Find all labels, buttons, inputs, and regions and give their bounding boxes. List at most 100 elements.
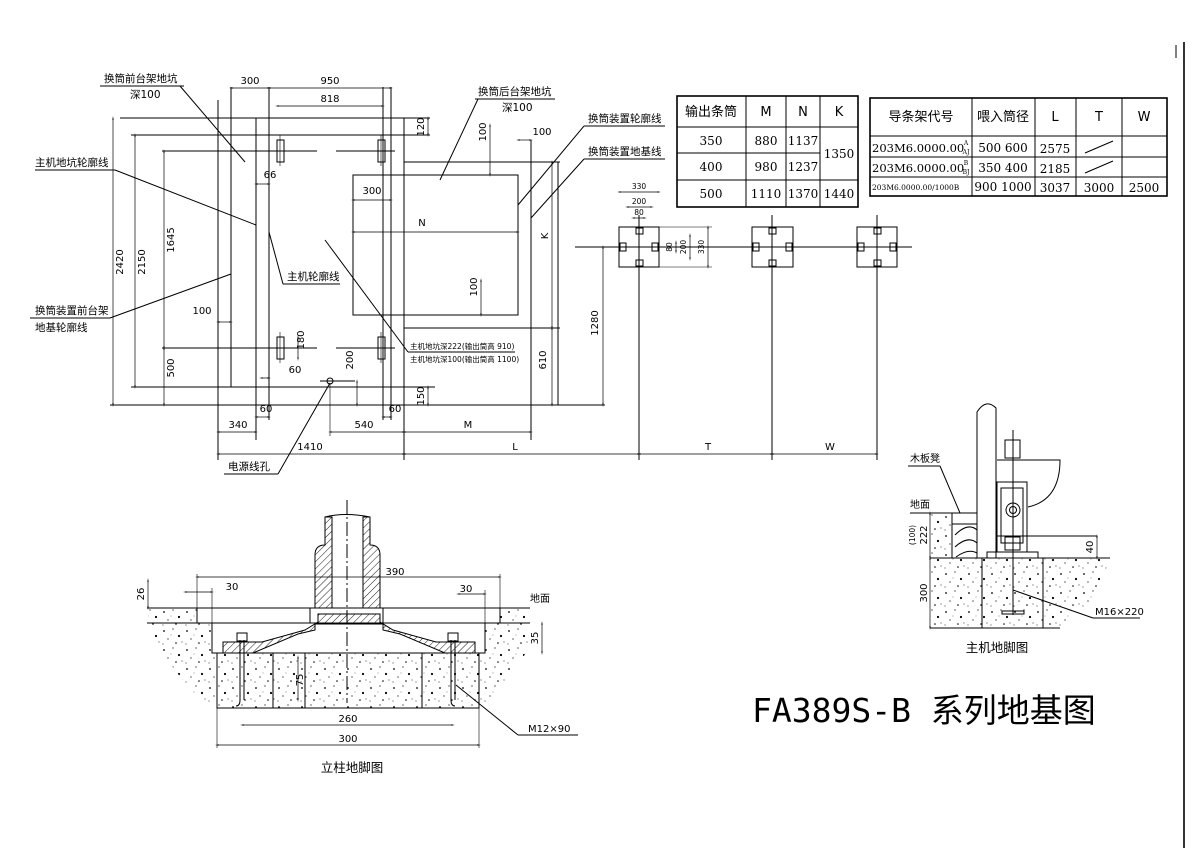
t1-cell: 1110 <box>751 187 782 201</box>
dim-100-left: 100 <box>192 306 211 317</box>
dim-2150: 2150 <box>137 249 148 274</box>
dim-120: 120 <box>416 117 427 136</box>
t2-code: 203M6.0000.00/1000B <box>872 183 960 192</box>
t1-header-K: K <box>835 105 844 120</box>
pad-dim-200-h: 200 <box>679 240 688 255</box>
floor-slab-left <box>196 607 311 624</box>
t1-cell: 1440 <box>824 187 855 201</box>
dim-1280: 1280 <box>590 310 601 335</box>
dim-180: 180 <box>296 330 307 349</box>
main-dim-300: 300 <box>919 583 930 602</box>
label-changer-outline: 换筒装置轮廓线 <box>588 112 662 125</box>
dim-300-top: 300 <box>240 76 259 87</box>
label-front-frame-1: 换筒装置前台架 <box>35 304 109 317</box>
main-bolt-label: M16×220 <box>1095 607 1144 618</box>
main-dim-40: 40 <box>1085 541 1096 554</box>
label-rear-pit: 换筒后台架地坑 <box>478 85 552 98</box>
main-machine-foot-marks <box>276 135 386 363</box>
label-front-pit-depth: 深100 <box>130 89 161 101</box>
dim-950: 950 <box>320 76 339 87</box>
t2-code-sub: AJ <box>962 149 970 156</box>
pad-dim-200-w: 200 <box>632 197 647 206</box>
label-pit-depth-222: 主机地坑深222(输出筒高 910) <box>410 341 514 351</box>
t2-code-sup: A <box>963 140 969 147</box>
column-base-flange <box>222 613 476 654</box>
col-dim-300: 300 <box>338 734 357 745</box>
t2-dia: 900 1000 <box>974 180 1031 194</box>
col-dim-30-right: 30 <box>460 584 473 595</box>
t1-cell: 1370 <box>788 187 819 201</box>
column-wall-right <box>362 516 381 609</box>
label-pit-depth-100: 主机地坑深100(输出筒高 1100) <box>410 354 519 364</box>
t2-T: 3000 <box>1084 181 1115 195</box>
t2-code: 203M6.0000.00 <box>872 141 964 155</box>
plan-outline-lines <box>110 87 605 460</box>
dim-60-a: 60 <box>289 365 302 376</box>
t2-header-T: T <box>1094 110 1103 125</box>
dim-N: N <box>418 218 425 229</box>
label-main-pit-outline: 主机地坑轮廓线 <box>35 156 109 169</box>
col-dim-26: 26 <box>136 588 147 601</box>
t1-header-N: N <box>798 105 808 120</box>
dim-818: 818 <box>320 94 339 105</box>
dim-100-a: 100 <box>478 122 489 141</box>
main-wood-label: 木板凳 <box>910 452 940 465</box>
rear-pit-rect <box>352 174 519 316</box>
t1-header-can: 输出条筒 <box>685 104 737 120</box>
label-front-frame-2: 地基轮廓线 <box>35 321 88 334</box>
dim-200: 200 <box>345 350 356 369</box>
t2-header-dia: 喂入筒径 <box>977 109 1029 125</box>
dim-100-b: 100 <box>532 127 551 138</box>
guide-frame-table: 导条架代号 喂入筒径 L T W 203M6.0000.00 A AJ 500 … <box>869 97 1168 197</box>
t2-header-L: L <box>1051 110 1059 125</box>
t2-L: 3037 <box>1040 181 1071 195</box>
output-can-table: 输出条筒 M N K 350 880 1137 1350 400 980 123… <box>676 95 859 208</box>
main-post <box>976 403 997 558</box>
dim-W: W <box>825 442 835 453</box>
label-rear-pit-depth: 深100 <box>502 102 533 114</box>
label-main-outline: 主机轮廓线 <box>287 270 340 283</box>
dim-60-c: 60 <box>389 404 402 415</box>
floor-slab-right <box>382 607 501 624</box>
t1-cell: 1137 <box>788 134 819 148</box>
t2-empty-slash <box>1084 140 1114 154</box>
dim-340: 340 <box>228 420 247 431</box>
plan-dimension-lines <box>112 87 880 455</box>
col-dim-260: 260 <box>338 714 357 725</box>
dim-610: 610 <box>538 350 549 369</box>
anchor-bolts <box>235 632 459 707</box>
col-dim-390: 390 <box>385 567 404 578</box>
pad-3 <box>856 226 898 268</box>
col-ground-label: 地面 <box>530 592 550 605</box>
label-front-pit: 换筒前台架地坑 <box>104 72 178 85</box>
t2-dia: 350 400 <box>978 161 1028 175</box>
t1-cell: 500 <box>700 187 723 201</box>
main-detail-caption: 主机地脚图 <box>966 640 1029 655</box>
pad-dim-330-w: 330 <box>632 182 647 191</box>
t2-L: 2575 <box>1040 142 1071 156</box>
dim-500: 500 <box>166 358 177 377</box>
t1-cell-k-merged: 1350 <box>824 147 855 161</box>
t2-dia: 500 600 <box>978 141 1028 155</box>
main-dim-100p: (100) <box>908 525 917 545</box>
dim-2420: 2420 <box>115 249 126 274</box>
dim-540: 540 <box>354 420 373 431</box>
main-ground-label: 地面 <box>910 498 930 511</box>
t2-empty-slash <box>1084 160 1114 174</box>
pad-dim-80-h: 80 <box>665 242 674 252</box>
column-foot-detail: 26 30 390 30 地面 35 75 260 300 M12×90 立柱地… <box>136 500 578 775</box>
t1-cell: 1237 <box>788 160 819 174</box>
plan-view: 300 950 818 120 100 100 66 300 N K 2420 … <box>30 72 880 475</box>
t1-cell: 350 <box>700 134 723 148</box>
column-detail-caption: 立柱地脚图 <box>321 760 384 775</box>
t1-header-M: M <box>760 105 771 120</box>
col-bolt-label: M12×90 <box>528 724 570 735</box>
t2-code-sub: BJ <box>963 169 970 176</box>
plan-labels: 换筒前台架地坑 深100 换筒后台架地坑 深100 换筒装置轮廓线 换筒装置地基… <box>30 72 665 475</box>
dim-M: M <box>464 420 473 431</box>
label-changer-foundation: 换筒装置地基线 <box>588 145 662 158</box>
plan-dimension-texts: 300 950 818 120 100 100 66 300 N K 2420 … <box>115 76 835 453</box>
t2-header-W: W <box>1138 110 1151 125</box>
dim-150: 150 <box>416 386 427 405</box>
